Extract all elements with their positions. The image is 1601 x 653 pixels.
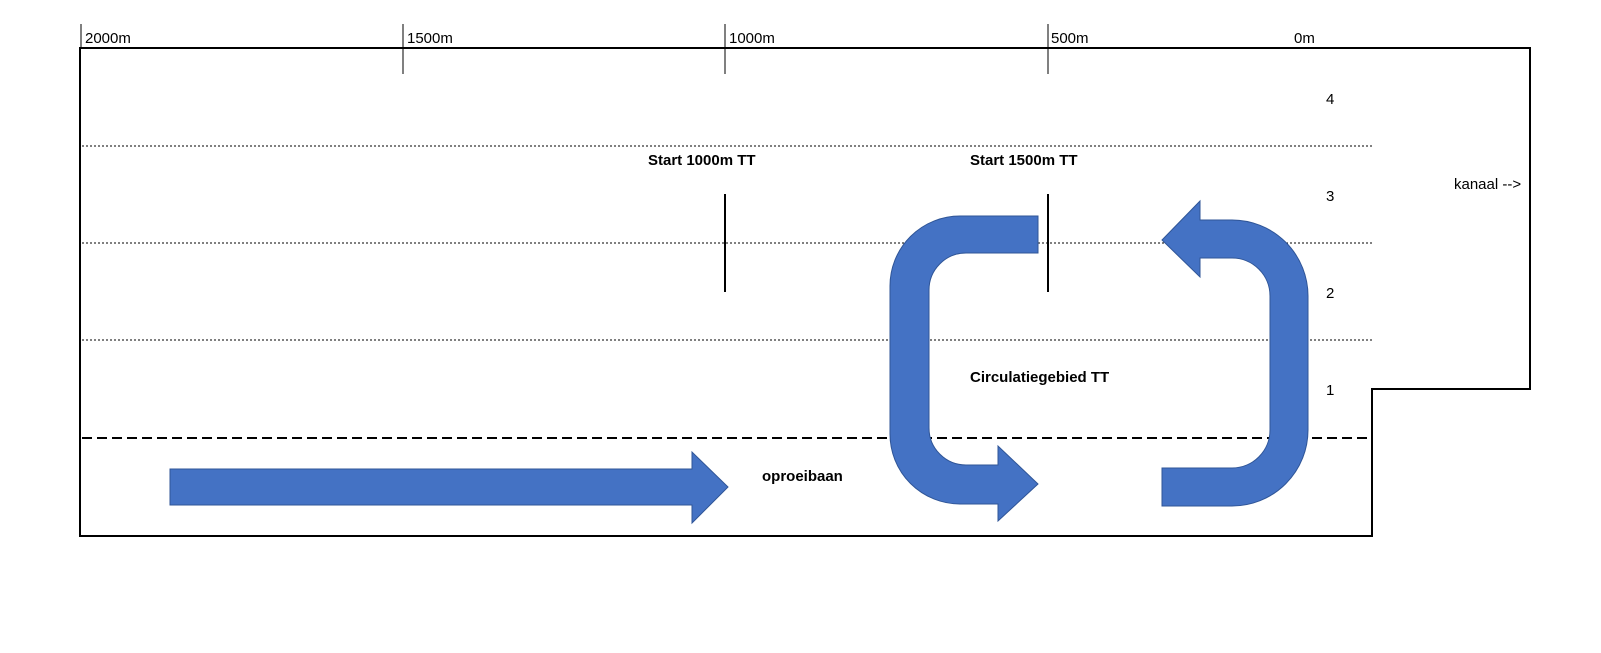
circulation-left-arrow [889, 215, 1039, 523]
canal-label: kanaal --> [1454, 176, 1522, 193]
warmup-arrow [169, 450, 729, 525]
distance-label-0m: 0m [1294, 30, 1315, 47]
lane-number-2: 2 [1326, 285, 1335, 302]
lane-number-1: 1 [1326, 382, 1335, 399]
lane-number-4: 4 [1326, 91, 1335, 108]
circulation-area-label: Circulatiegebied TT [970, 369, 1110, 386]
distance-label-500m: 500m [1051, 30, 1089, 47]
distance-label-1500m: 1500m [407, 30, 453, 47]
lane-number-3: 3 [1326, 188, 1335, 205]
distance-label-2000m: 2000m [85, 30, 131, 47]
course-boundary [79, 47, 1531, 537]
warmup-lane-label: oproeibaan [762, 468, 843, 485]
distance-label-1000m: 1000m [729, 30, 775, 47]
circulation-right-arrow [1161, 199, 1309, 507]
start-label-1500m: Start 1500m TT [970, 152, 1078, 169]
start-label-1000m: Start 1000m TT [648, 152, 756, 169]
